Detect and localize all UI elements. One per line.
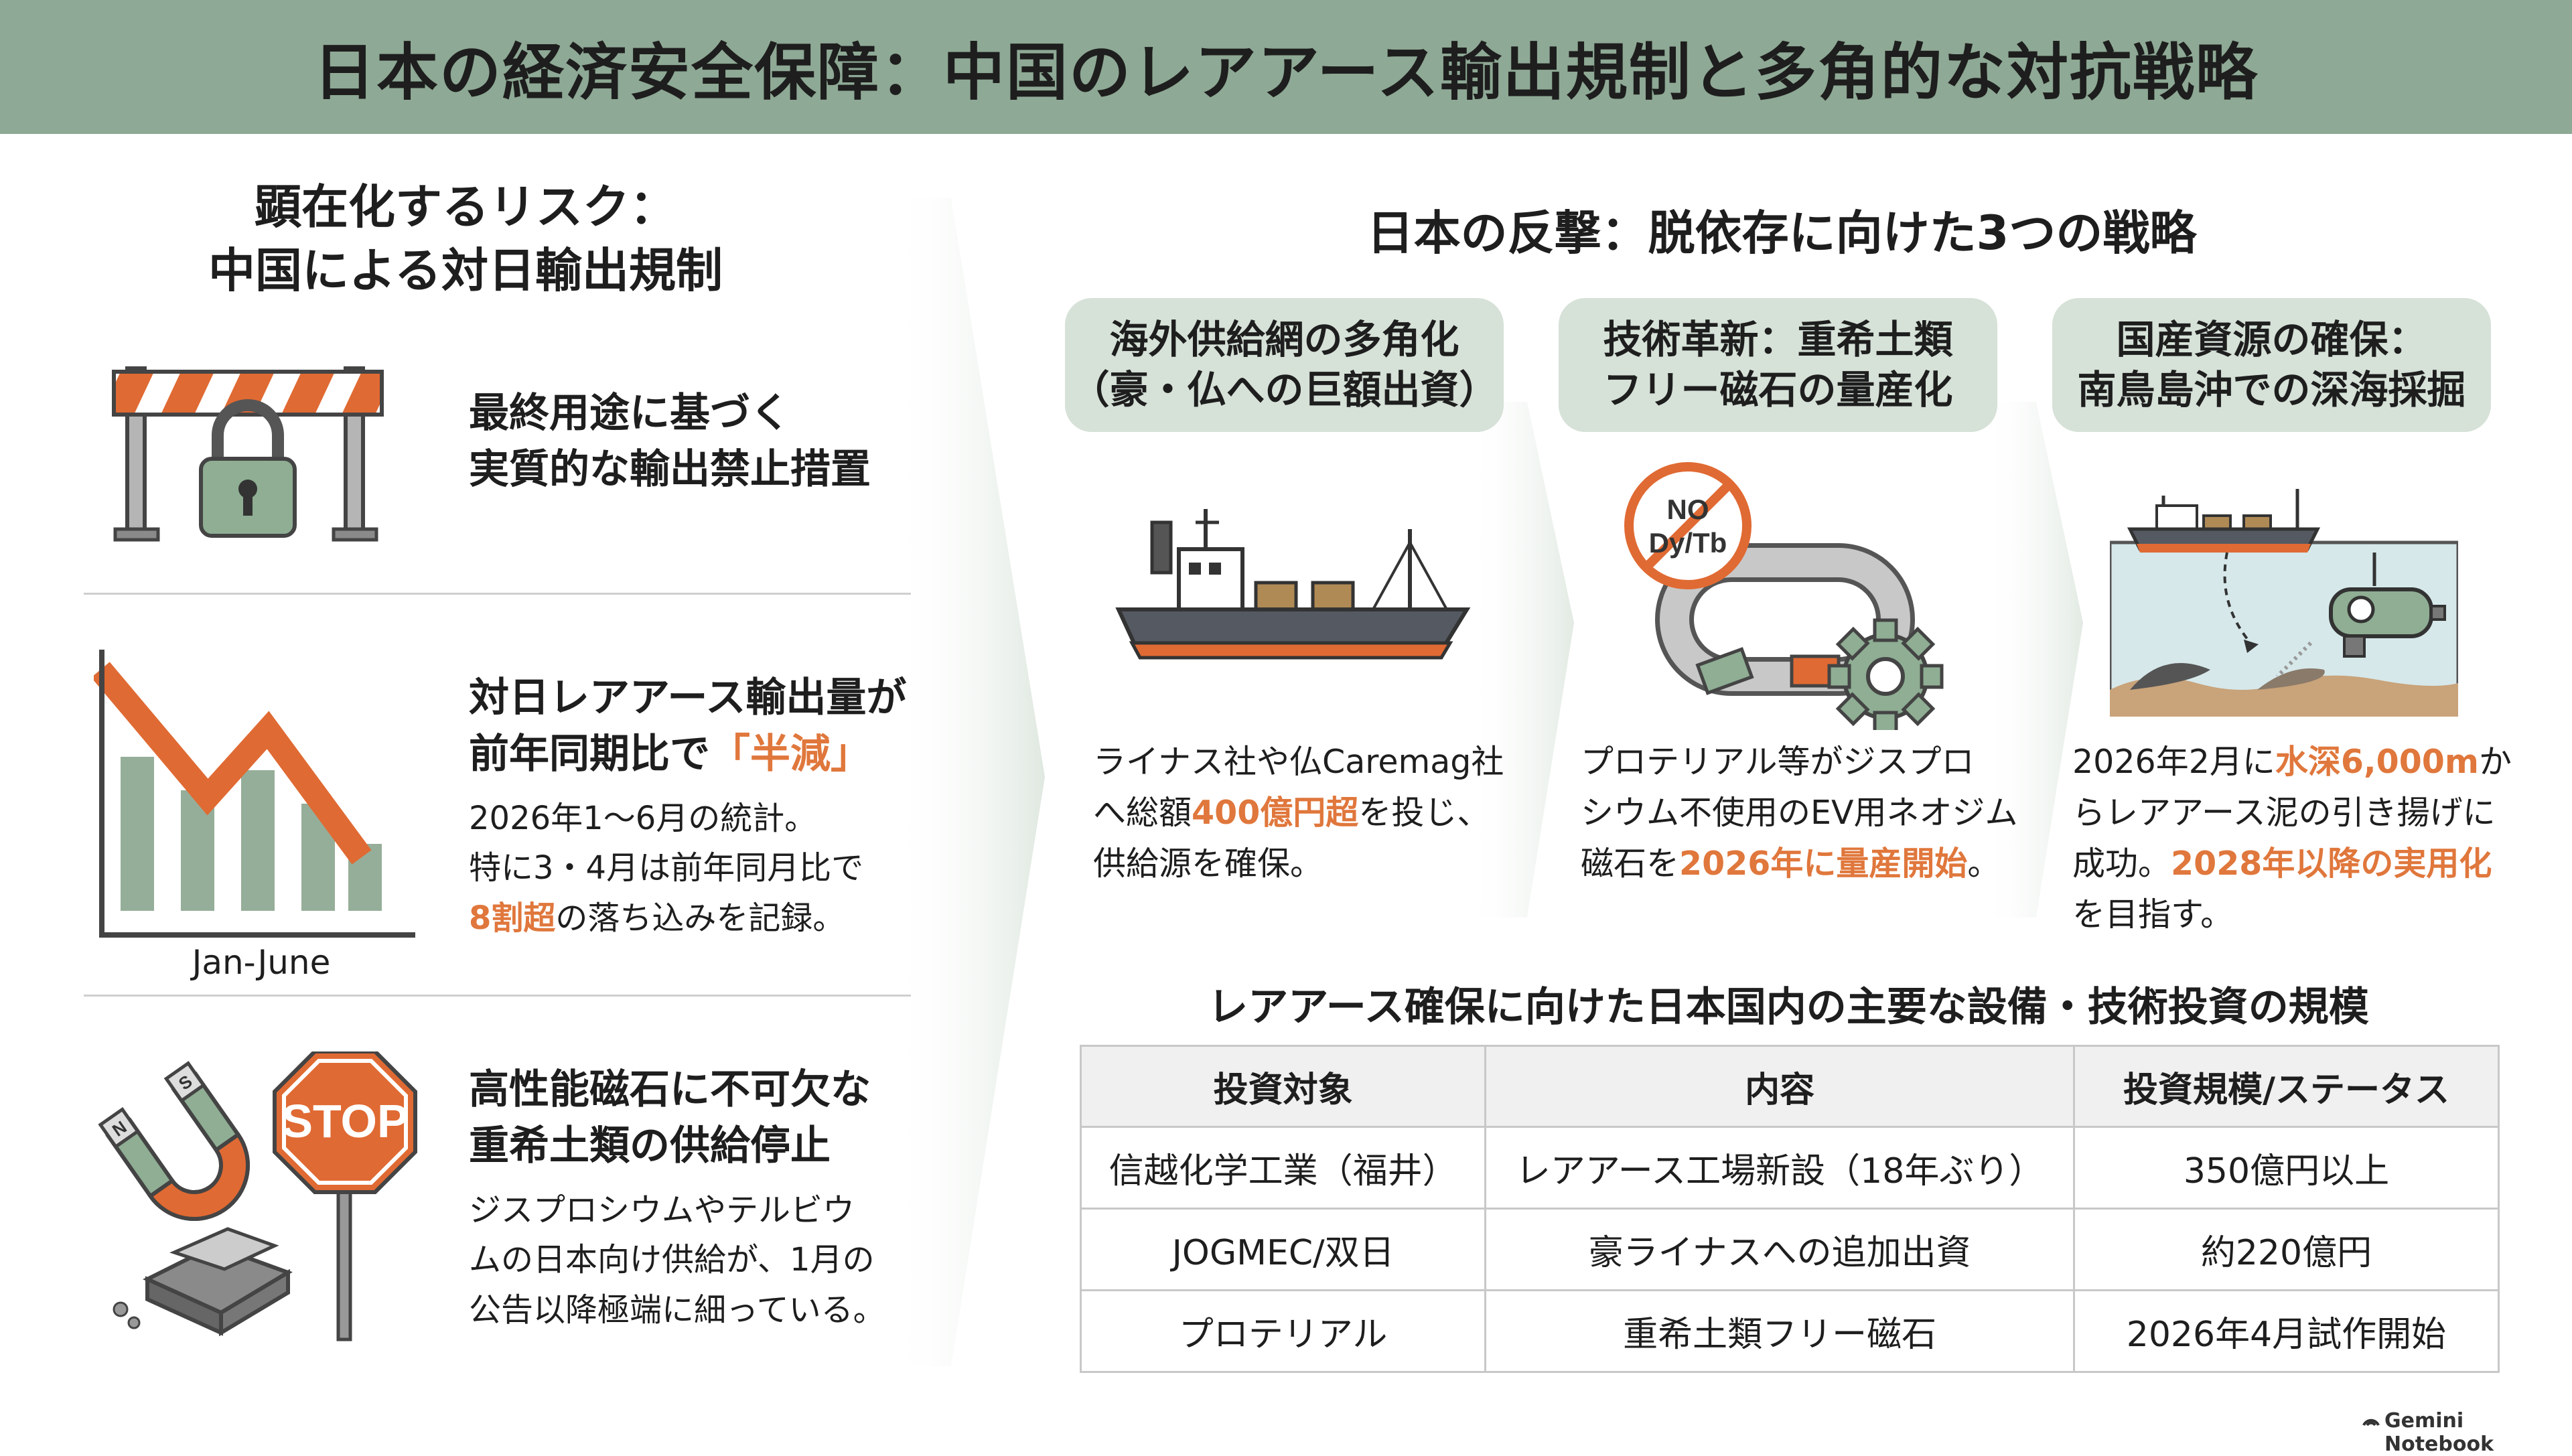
table-cell: 信越化学工業（福井）	[1079, 1126, 1487, 1210]
table-cell: 重希土類フリー磁石	[1484, 1289, 2075, 1373]
strategy-3-title-line2: 南鳥島沖での深海採掘	[2077, 367, 2466, 413]
chevron-1	[1467, 402, 1574, 918]
strategy-3-desc-line4: を目指す。	[2072, 895, 2234, 934]
risk-1-title: 最終用途に基づく 実質的な輸出禁止措置	[469, 385, 938, 498]
strategy-2-desc-line3: 磁石を2026年に量産開始。	[1581, 839, 2050, 889]
risk-2-title-highlight: 「半減」	[710, 731, 871, 778]
strategy-2-title-line2: フリー磁石の量産化	[1603, 367, 1953, 413]
strategy-2-title-line1: 技術革新：重希土類	[1603, 316, 1953, 362]
strategy-2-desc-highlight: 2026年に量産開始	[1679, 844, 1968, 883]
table-cell: JOGMEC/双日	[1079, 1208, 1487, 1291]
investment-table: 投資対象 内容 投資規模/ステータス 信越化学工業（福井） レアアース工場新設（…	[1079, 1045, 2500, 1373]
risk-heading-line1: 顕在化するリスク：	[255, 179, 676, 234]
strategy-1-pill: 海外供給網の多角化 （豪・仏への巨額出資）	[1065, 298, 1504, 432]
chevron-2	[1983, 402, 2083, 918]
title-bar	[0, 0, 2572, 134]
risk-2-title-line1: 対日レアアース輸出量が	[469, 674, 907, 721]
strategy-heading: 日本の反撃：脱依存に向けた3つの戦略	[1366, 206, 2197, 261]
table-cell: 約220億円	[2072, 1208, 2500, 1291]
table-cell: レアアース工場新設（18年ぶり）	[1484, 1126, 2075, 1210]
page-title: 日本の経済安全保障：中国のレアアース輸出規制と多角的な対抗戦略	[313, 36, 2259, 108]
strategy-1-desc-pre: へ総額	[1093, 793, 1192, 832]
risk-2-title: 対日レアアース輸出量が 前年同期比で「半減」	[469, 670, 938, 782]
risk-2-title-line2: 前年同期比で「半減」	[469, 726, 938, 782]
cargo-ship-icon	[1115, 509, 1471, 660]
stop-sign-text: STOP	[281, 1095, 408, 1147]
no-dy-tb-line2: Dy/Tb	[1649, 527, 1727, 559]
risk-1-title-line1: 最終用途に基づく	[469, 390, 790, 437]
risk-2-title-pre: 前年同期比で	[469, 731, 710, 778]
risk-3-desc-line3: 公告以降極端に細っている。	[469, 1291, 885, 1329]
table-row: JOGMEC/双日 豪ライナスへの追加出資 約220億円	[1079, 1208, 2500, 1291]
strategy-2-desc-line2: シウム不使用のEV用ネオジム	[1581, 793, 2018, 832]
divider-1	[84, 593, 911, 595]
table-cell: 豪ライナスへの追加出資	[1484, 1208, 2075, 1291]
table-header-scale: 投資規模/ステータス	[2072, 1045, 2500, 1128]
strategy-3-desc-pre: 2026年2月に	[2072, 743, 2275, 781]
table-header-content: 内容	[1484, 1045, 2075, 1128]
brand-logo-icon	[2362, 1418, 2380, 1427]
risk-2-desc-highlight: 8割超	[469, 899, 556, 937]
risk-3-title-line2: 重希土類の供給停止	[469, 1122, 831, 1169]
strategy-2-pill: 技術革新：重希土類 フリー磁石の量産化	[1559, 298, 1997, 432]
risk-3-desc-line1: ジスプロシウムやテルビウ	[469, 1191, 855, 1229]
no-dy-tb-line1: NO	[1667, 494, 1709, 525]
table-cell: 2026年4月試作開始	[2072, 1289, 2500, 1373]
strategy-3-title-line1: 国産資源の確保：	[2116, 316, 2427, 362]
strategy-2-desc: プロテリアル等がジスプロ シウム不使用のEV用ネオジム 磁石を2026年に量産開…	[1581, 737, 2050, 889]
risk-2-desc-line2: 特に3・4月は前年同月比で	[469, 849, 864, 887]
strategy-3-desc: 2026年2月に水深6,000mか らレアアース泥の引き揚げに 成功。2028年…	[2072, 737, 2541, 940]
risk-3-desc-line2: ムの日本向け供給が、1月の	[469, 1241, 875, 1279]
strategy-3-desc-line1: 2026年2月に水深6,000mか	[2072, 737, 2541, 788]
strategy-1-desc-line3: 供給源を確保。	[1093, 844, 1324, 883]
risk-2-desc: 2026年1〜6月の統計。 特に3・4月は前年同月比で 8割超の落ち込みを記録。	[469, 794, 898, 943]
risk-3-title-line1: 高性能磁石に不可欠な	[469, 1066, 871, 1113]
strategy-2-desc-line1: プロテリアル等がジスプロ	[1581, 743, 1975, 781]
strategy-2-desc-post: 。	[1967, 844, 2001, 883]
risk-2-desc-line3: 8割超の落ち込みを記録。	[469, 893, 898, 943]
risk-heading-line2: 中国による対日輸出規制	[208, 242, 723, 298]
table-header-target: 投資対象	[1079, 1045, 1487, 1128]
risk-3-title: 高性能磁石に不可欠な 重希土類の供給停止	[469, 1062, 938, 1174]
strategy-1-desc-line1: ライナス社や仏Caremag社	[1093, 743, 1504, 781]
risk-2-desc-line1: 2026年1〜6月の統計。	[469, 800, 817, 837]
divider-2	[84, 995, 911, 997]
footer-brand: Gemini Notebook	[2384, 1409, 2494, 1456]
magnet-stop-sign-icon: N S STOP	[98, 1051, 417, 1341]
risk-3-desc: ジスプロシウムやテルビウ ムの日本向け供給が、1月の 公告以降極端に細っている。	[469, 1185, 898, 1335]
risk-heading: 顕在化するリスク： 中国による対日輸出規制	[100, 175, 831, 302]
magnet-gear-icon: NO Dy/Tb	[1624, 462, 1944, 730]
strategy-1-title-line1: 海外供給網の多角化	[1109, 316, 1459, 362]
strategy-1-title-line2: （豪・仏への巨額出資）	[1070, 367, 1498, 413]
table-title: レアアース確保に向けた日本国内の主要な設備・技術投資の規模	[1208, 984, 2369, 1031]
table-cell: 350億円以上	[2072, 1126, 2500, 1210]
table-header-row: 投資対象 内容 投資規模/ステータス	[1079, 1045, 2500, 1128]
risk-1-title-line2: 実質的な輸出禁止措置	[469, 446, 871, 493]
risk-2-desc-post: の落ち込みを記録。	[555, 899, 845, 937]
chart-axis-label: Jan-June	[192, 943, 331, 982]
strategy-3-desc-highlight-1: 水深6,000m	[2275, 743, 2479, 781]
strategy-3-desc-line3: 成功。2028年以降の実用化	[2072, 839, 2541, 889]
strategy-3-desc-highlight-2: 2028年以降の実用化	[2171, 844, 2492, 883]
table-row: 信越化学工業（福井） レアアース工場新設（18年ぶり） 350億円以上	[1079, 1126, 2500, 1210]
declining-chart-icon	[94, 650, 415, 938]
strategy-3-pill: 国産資源の確保： 南鳥島沖での深海採掘	[2052, 298, 2491, 432]
table-row: プロテリアル 重希土類フリー磁石 2026年4月試作開始	[1079, 1289, 2500, 1373]
big-chevron	[891, 198, 1045, 1366]
strategy-3-desc-line2: らレアアース泥の引き揚げに	[2072, 793, 2496, 832]
strategy-1-desc-line2: へ総額400億円超を投じ、	[1093, 788, 1562, 839]
strategy-1-desc-highlight: 400億円超	[1192, 793, 1359, 832]
table-cell: プロテリアル	[1079, 1289, 1487, 1373]
barrier-lock-icon	[112, 366, 384, 542]
deep-sea-mining-icon	[2110, 489, 2458, 717]
strategy-1-desc: ライナス社や仏Caremag社 へ総額400億円超を投じ、 供給源を確保。	[1093, 737, 1562, 889]
strategy-1-desc-post: を投じ、	[1358, 793, 1490, 832]
strategy-3-desc-post: か	[2478, 743, 2512, 781]
strategy-3-desc-pre-2: 成功。	[2072, 844, 2171, 883]
strategy-2-desc-pre: 磁石を	[1581, 844, 1680, 883]
